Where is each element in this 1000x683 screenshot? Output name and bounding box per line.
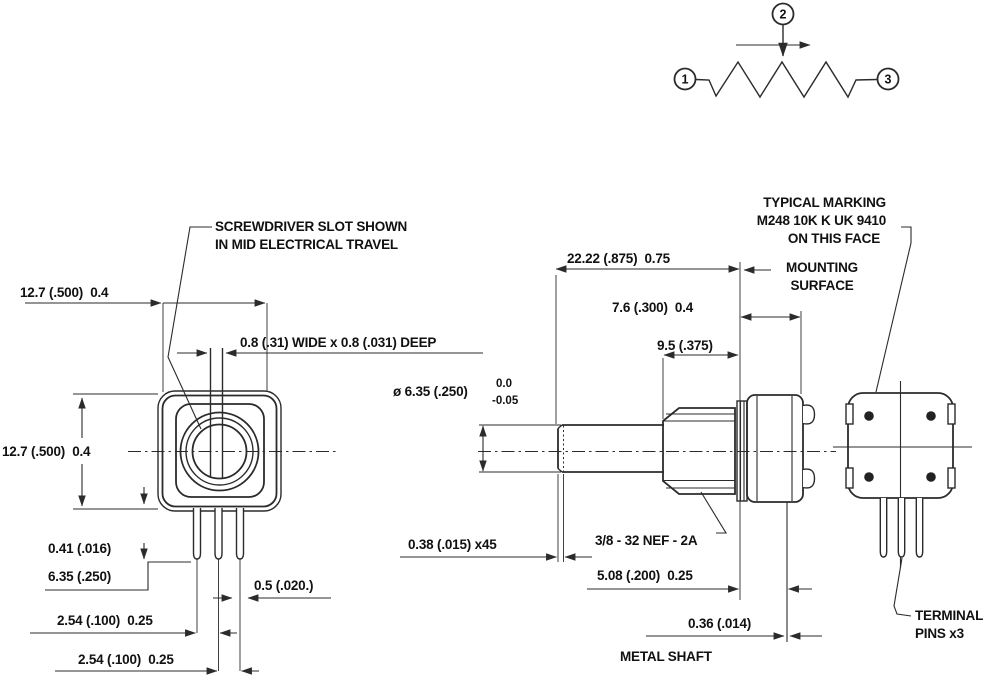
dim-pin-pitch-1-label: 2.54 (.100) 0.25 [57, 613, 153, 628]
threaded-bushing [662, 407, 736, 495]
terminal-leader-line [893, 557, 912, 617]
metal-shaft-label: METAL SHAFT [620, 649, 713, 664]
dim-pin-width: 0.5 (.020.) [213, 578, 331, 602]
dim-overall-length: 22.22 (.875) 0.75 [555, 251, 740, 273]
dim-pin-length: 6.35 (.250) [45, 561, 191, 591]
rotor-inner-circle [191, 423, 248, 480]
dim-body-depth-label: 7.6 (.300) 0.4 [612, 300, 694, 315]
terminal-1-label: 1 [682, 73, 689, 87]
thread-spec: 3/8 - 32 NEF - 2A [595, 491, 727, 548]
terminal-2-label: 2 [780, 8, 787, 22]
dim-overall-length-label: 22.22 (.875) 0.75 [567, 251, 671, 266]
metal-shaft [557, 424, 664, 473]
dim-pin-thickness-label: 0.36 (.014) [688, 616, 751, 631]
dim-pin-offset-label: 5.08 (.200) 0.25 [597, 568, 693, 583]
screwdriver-note: SCREWDRIVER SLOT SHOWN IN MID ELECTRICAL… [167, 219, 407, 430]
front-view-body [157, 348, 282, 512]
rivet-bottom-left [864, 472, 874, 482]
side-view-body [746, 394, 816, 503]
dim-pin-offset: 5.08 (.200) 0.25 [587, 568, 812, 593]
marking-line3: ON THIS FACE [788, 231, 880, 246]
pin-2 [214, 508, 223, 560]
dim-pin-pitch-1: 2.54 (.100) 0.25 [30, 613, 237, 637]
mounting-line2: SURFACE [790, 278, 853, 293]
rear-view: TERMINAL PINS x3 [833, 381, 983, 641]
front-view-pins [192, 508, 245, 671]
rear-pin-2 [897, 498, 906, 558]
marking-leader-line [875, 226, 912, 393]
pin-1 [192, 508, 202, 560]
schematic-symbol: 2 1 3 [673, 2, 900, 99]
dim-pin-pitch-2: 2.54 (.100) 0.25 [55, 652, 259, 675]
mounting-lug-top [802, 404, 816, 425]
tol-upper-label: 0.0 [496, 378, 512, 390]
note-line1: SCREWDRIVER SLOT SHOWN [215, 219, 407, 234]
rear-pin-1 [879, 498, 888, 558]
dim-pin-thickness: 0.36 (.014) [646, 616, 822, 640]
dim-shaft-diameter: ø 6.35 (.250) 0.0 -0.05 [393, 378, 519, 472]
terminal-1-circle [673, 67, 697, 91]
note-leader-line [167, 226, 212, 430]
notch-bottom-right [947, 467, 956, 489]
dim-body-depth: 7.6 (.300) 0.4 [612, 300, 801, 321]
dim-pin-end-label: 0.41 (.016) [48, 541, 111, 556]
dim-bushing-length-label: 9.5 (.375) [657, 338, 713, 353]
mounting-surface-note: MOUNTING SURFACE [743, 260, 858, 293]
dim-bushing-length: 9.5 (.375) [657, 338, 739, 359]
rear-view-pins [879, 498, 924, 558]
rear-pin-3 [915, 498, 924, 558]
terminal-note-line2: PINS x3 [915, 626, 965, 641]
dim-slot-label: 0.8 (.31) WIDE x 0.8 (.031) DEEP [240, 335, 436, 350]
thread-leader-line [700, 491, 727, 534]
rivet-top-right [926, 411, 936, 421]
dim-front-width-label: 12.7 (.500) 0.4 [20, 285, 109, 300]
terminal-note-line1: TERMINAL [915, 608, 983, 623]
dim-chamfer: 0.38 (.015) x45 [400, 537, 592, 561]
note-line2: IN MID ELECTRICAL TRAVEL [215, 237, 398, 252]
dim-pin-length-label: 6.35 (.250) [48, 569, 111, 584]
mounting-line1: MOUNTING [786, 260, 858, 275]
notch-bottom-left [845, 467, 854, 489]
dim-pin-width-label: 0.5 (.020.) [254, 578, 313, 593]
dim-slot: 0.8 (.31) WIDE x 0.8 (.031) DEEP [177, 335, 483, 357]
dim-pin-end: 0.41 (.016) [48, 487, 148, 560]
dim-shaft-diameter-label: ø 6.35 (.250) [393, 384, 468, 399]
thread-spec-label: 3/8 - 32 NEF - 2A [595, 533, 698, 548]
terminal-pins-note: TERMINAL PINS x3 [893, 557, 983, 641]
terminal-3-circle [876, 67, 900, 91]
resistor-zigzag [695, 60, 878, 99]
dim-front-height-label: 12.7 (.500) 0.4 [2, 444, 91, 459]
rivet-top-left [864, 411, 874, 421]
notch-top-right [947, 403, 956, 425]
front-view: SCREWDRIVER SLOT SHOWN IN MID ELECTRICAL… [2, 219, 483, 675]
dim-front-width: 12.7 (.500) 0.4 [20, 285, 268, 392]
rivet-bottom-right [926, 472, 936, 482]
marking-note: TYPICAL MARKING M248 10K K UK 9410 ON TH… [757, 195, 912, 393]
mounting-lug-bottom [802, 468, 816, 489]
terminal-3-label: 3 [885, 73, 892, 87]
rotor-outer-circle [179, 411, 260, 492]
rotor-mid-circle [185, 417, 254, 486]
tol-lower-label: -0.05 [492, 395, 519, 407]
marking-line1: TYPICAL MARKING [763, 195, 886, 210]
dim-pin-pitch-2-label: 2.54 (.100) 0.25 [78, 652, 174, 667]
notch-top-left [845, 403, 854, 425]
pin-3 [235, 508, 245, 560]
marking-line2: M248 10K K UK 9410 [757, 213, 886, 228]
side-view: 22.22 (.875) 0.75 7.6 (.300) 0.4 9.5 (.3… [393, 195, 912, 664]
dim-chamfer-label: 0.38 (.015) x45 [408, 537, 497, 552]
dim-front-height: 12.7 (.500) 0.4 [2, 393, 158, 510]
